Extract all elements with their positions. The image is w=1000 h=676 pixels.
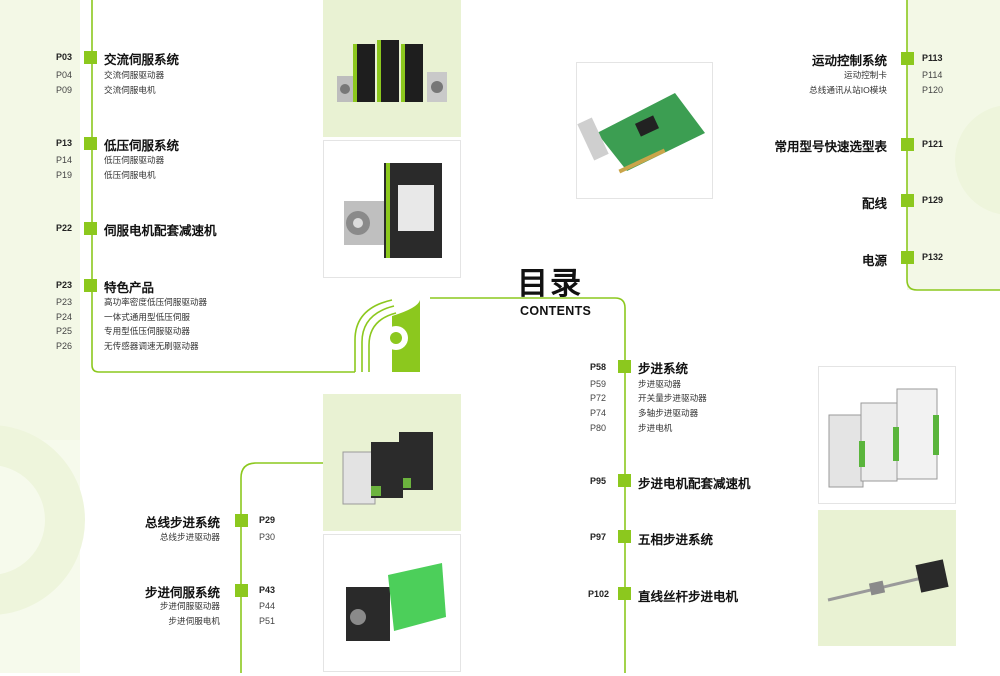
page-number: P95: [590, 476, 607, 486]
list-item[interactable]: 步进电机: [638, 423, 673, 433]
brand-mark: [354, 299, 397, 372]
section-title-wiring[interactable]: 配线: [861, 197, 887, 211]
page-number: P132: [922, 252, 944, 262]
section-marker: [84, 51, 97, 64]
list-item[interactable]: 步进伺服电机: [168, 616, 220, 626]
page-number: P129: [922, 195, 944, 205]
section-marker: [235, 514, 248, 527]
section-marker: [901, 52, 914, 65]
page-number: P102: [588, 589, 610, 599]
section-marker: [84, 222, 97, 235]
list-item[interactable]: 高功率密度低压伺服驱动器: [104, 297, 208, 307]
page-number: P24: [56, 312, 73, 322]
page-number: P03: [56, 52, 73, 62]
section-title-special[interactable]: 特色产品: [104, 281, 155, 295]
section-marker: [618, 587, 631, 600]
page-number: P114: [922, 70, 943, 80]
page-number: P113: [922, 53, 943, 63]
list-item[interactable]: 总线通讯从站IO模块: [809, 85, 887, 95]
list-item[interactable]: 多轴步进驱动器: [638, 408, 699, 418]
section-title-power[interactable]: 电源: [861, 254, 887, 268]
list-item[interactable]: 开关量步进驱动器: [638, 393, 707, 403]
list-item[interactable]: 一体式通用型低压伺服: [104, 312, 190, 322]
ac-servo-drives-photo: [323, 0, 461, 137]
page-number: P19: [56, 170, 73, 180]
page-number: P25: [56, 326, 73, 336]
page-number: P30: [259, 532, 276, 542]
list-item[interactable]: 交流伺服驱动器: [104, 70, 165, 80]
page-number: P97: [590, 532, 607, 542]
bus-stepper-photo: [323, 394, 461, 531]
list-item[interactable]: 步进驱动器: [638, 379, 681, 389]
section-marker: [235, 584, 248, 597]
section-title-stepper[interactable]: 步进系统: [638, 362, 689, 376]
section-title-quick-select[interactable]: 常用型号快速选型表: [774, 140, 887, 154]
section-marker: [901, 251, 914, 264]
list-item[interactable]: 总线步进驱动器: [159, 532, 220, 542]
linear-stepper-photo: [818, 510, 956, 646]
list-item[interactable]: 交流伺服电机: [104, 85, 156, 95]
page-number: P29: [259, 515, 276, 525]
section-marker: [901, 194, 914, 207]
section-marker: [901, 138, 914, 151]
stepper-drives-photo: [818, 366, 956, 504]
step-servo-photo: [323, 534, 461, 672]
page-number: P23: [56, 280, 73, 290]
lv-servo-photo: [323, 140, 461, 278]
page-title: 目录: [517, 266, 583, 301]
page-number: P09: [56, 85, 73, 95]
page-number: P22: [56, 223, 73, 233]
page-number: P14: [56, 155, 73, 165]
section-marker: [618, 474, 631, 487]
page-number: P13: [56, 138, 73, 148]
page-number: P51: [259, 616, 276, 626]
section-title-motion[interactable]: 运动控制系统: [811, 54, 887, 68]
section-marker: [618, 360, 631, 373]
page-number: P43: [259, 585, 276, 595]
page-number: P44: [259, 601, 276, 611]
section-title-bus-stepper[interactable]: 总线步进系统: [144, 516, 220, 530]
list-item[interactable]: 运动控制卡: [844, 70, 887, 80]
page-number: P121: [922, 139, 944, 149]
page-number: P26: [56, 341, 73, 351]
list-item[interactable]: 步进伺服驱动器: [159, 601, 220, 611]
list-item[interactable]: 低压伺服电机: [104, 170, 156, 180]
section-marker: [84, 137, 97, 150]
page-subtitle: CONTENTS: [520, 304, 592, 318]
section-title-step-servo[interactable]: 步进伺服系统: [144, 586, 220, 600]
section-marker: [84, 279, 97, 292]
section-title-stepper-gear[interactable]: 步进电机配套减速机: [638, 477, 751, 491]
page-number: P72: [590, 393, 607, 403]
section-marker: [618, 530, 631, 543]
list-item[interactable]: 无传感器调速无刷驱动器: [104, 341, 199, 351]
motion-card-photo: [576, 62, 713, 199]
section-title-five-phase[interactable]: 五相步进系统: [638, 533, 714, 547]
section-title-lv-servo[interactable]: 低压伺服系统: [104, 139, 180, 153]
page-number: P04: [56, 70, 73, 80]
page-number: P74: [590, 408, 607, 418]
section-title-linear[interactable]: 直线丝杆步进电机: [638, 590, 739, 604]
page-number: P58: [590, 362, 607, 372]
section-title-ac-servo[interactable]: 交流伺服系统: [104, 53, 180, 67]
list-item[interactable]: 低压伺服驱动器: [104, 155, 165, 165]
list-item[interactable]: 专用型低压伺服驱动器: [104, 326, 190, 336]
section-title-servo-gear[interactable]: 伺服电机配套减速机: [104, 224, 217, 238]
page-number: P59: [590, 379, 607, 389]
page-number: P80: [590, 423, 607, 433]
page-number: P23: [56, 297, 73, 307]
page-number: P120: [922, 85, 944, 95]
